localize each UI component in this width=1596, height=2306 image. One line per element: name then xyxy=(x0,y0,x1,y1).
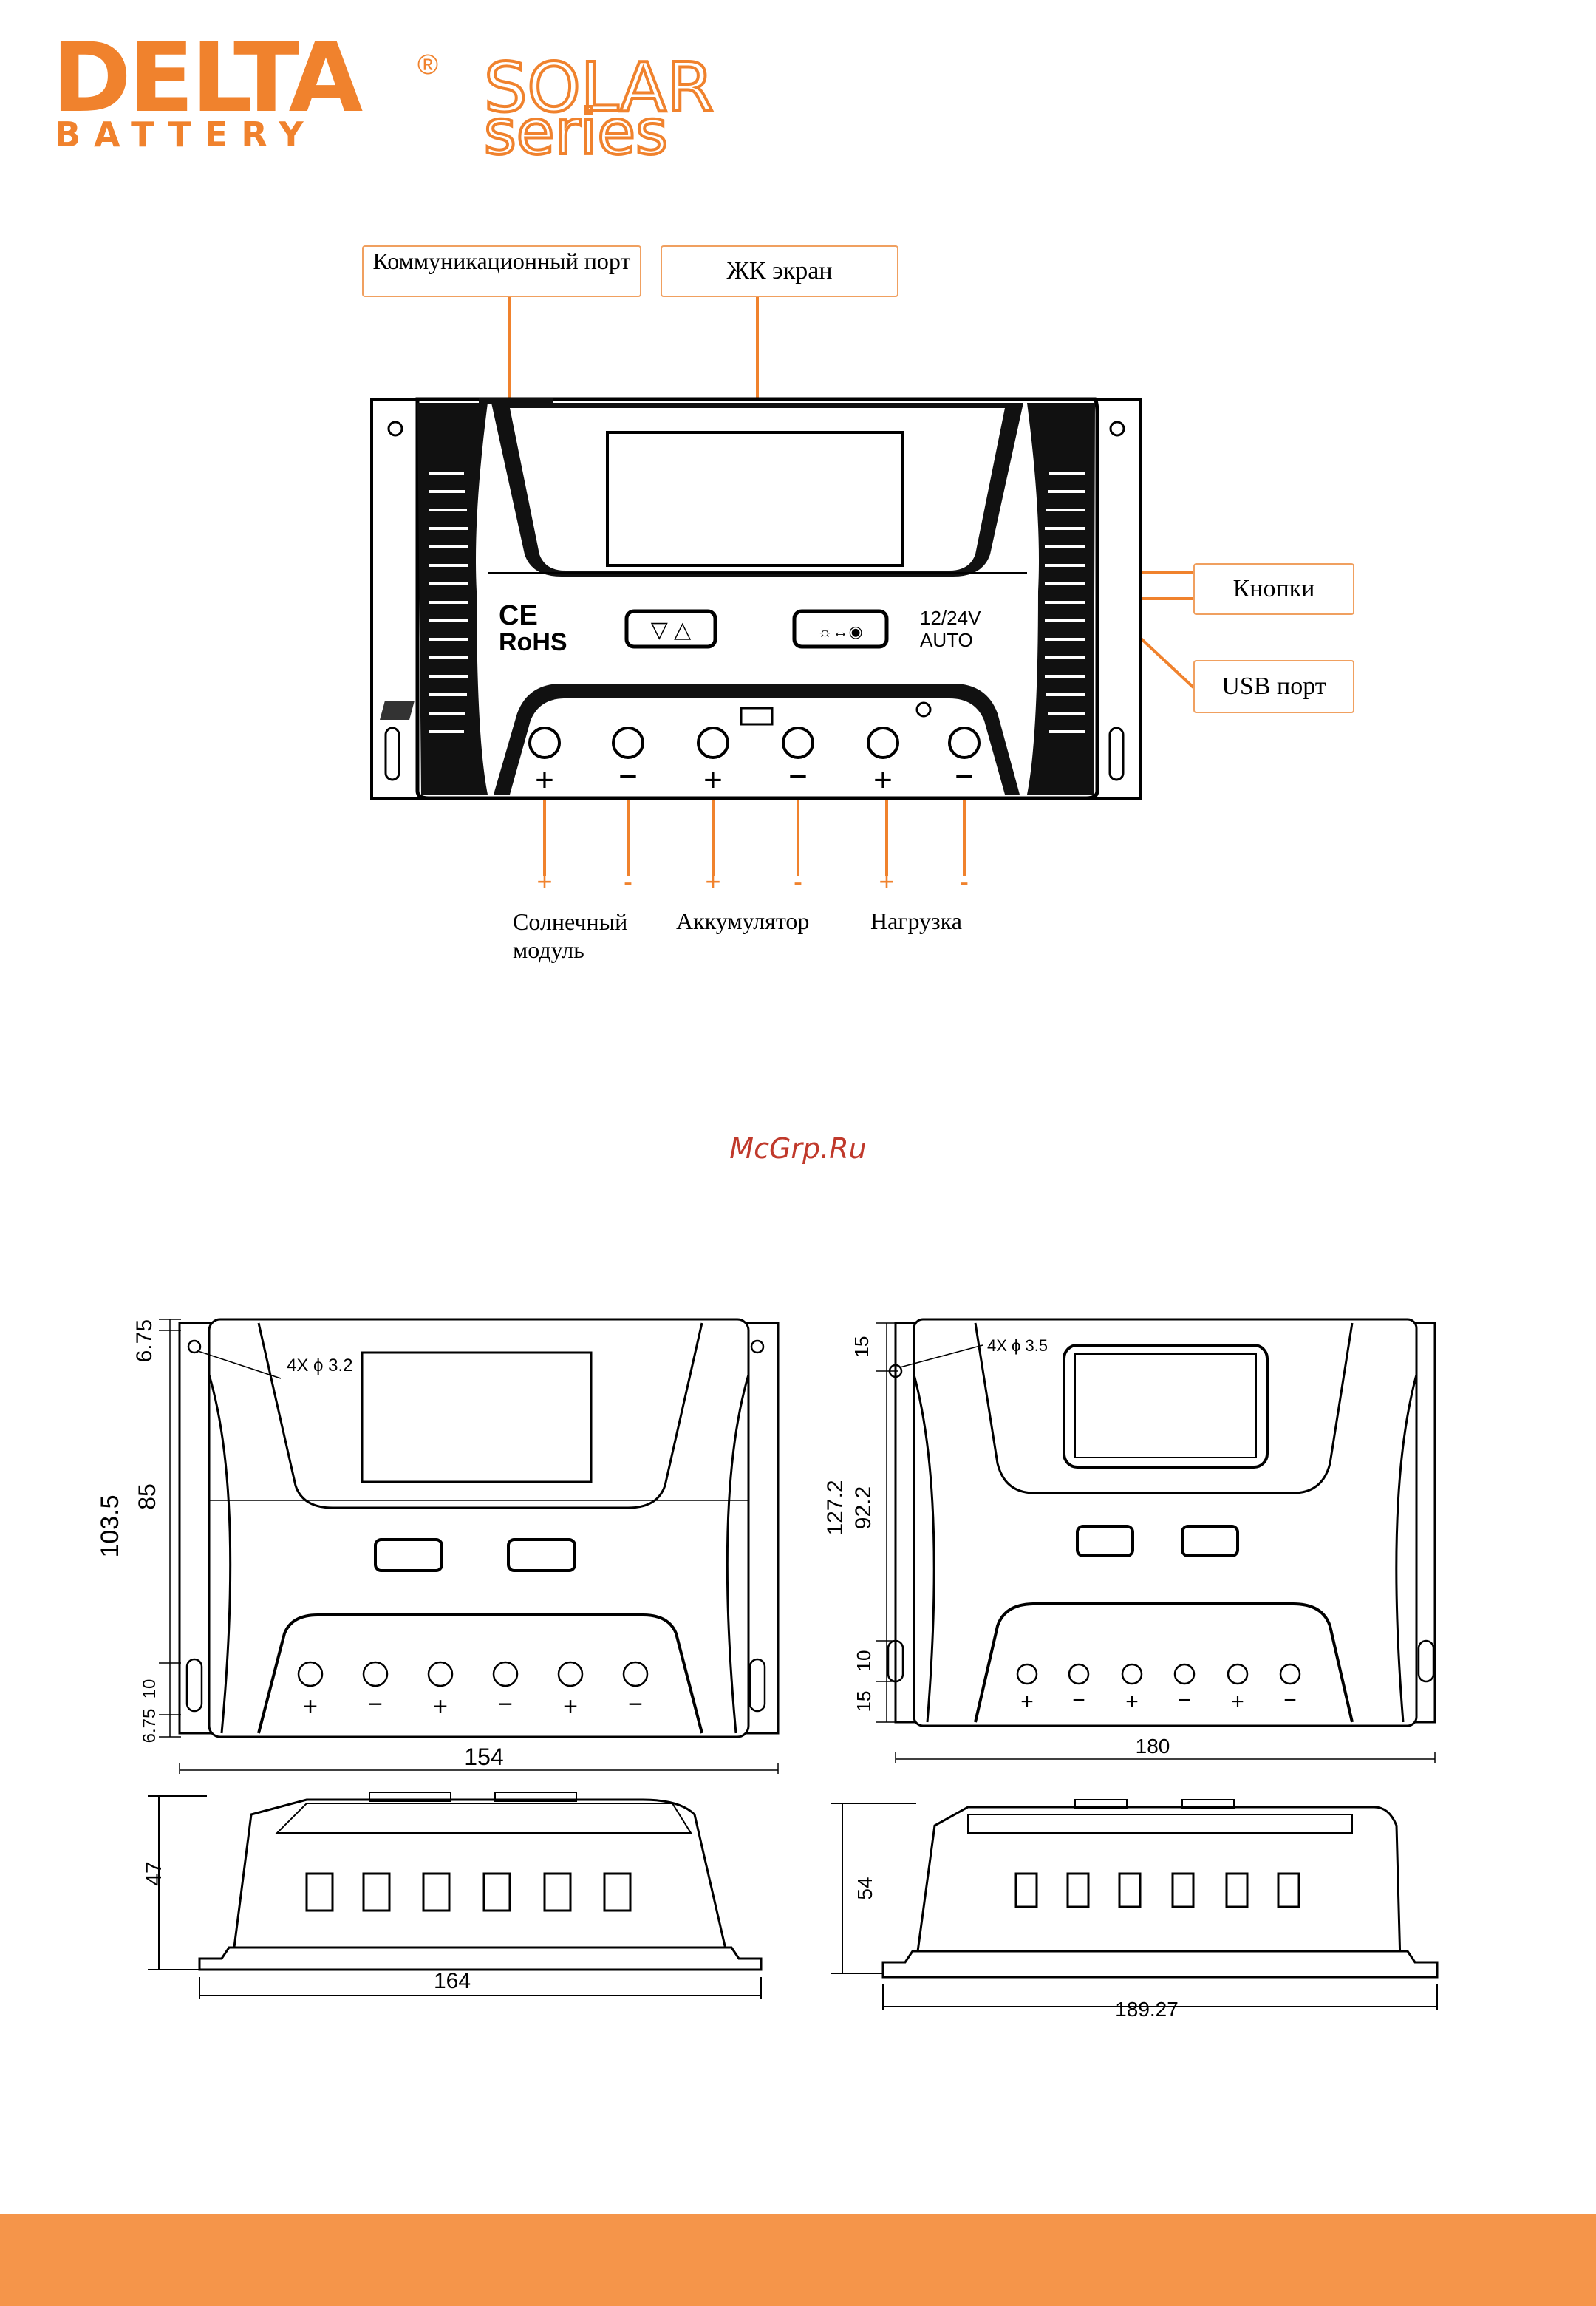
svg-text:92.2: 92.2 xyxy=(851,1486,876,1529)
svg-text:154: 154 xyxy=(464,1744,503,1770)
right-holes-label: 4X ϕ 3.5 xyxy=(987,1336,1048,1355)
mode-line2: AUTO xyxy=(920,629,973,651)
svg-text:164: 164 xyxy=(434,1969,471,1993)
svg-text:−: − xyxy=(1283,1688,1297,1713)
svg-text:−: − xyxy=(628,1690,643,1718)
svg-text:−: − xyxy=(955,758,974,795)
solar-module-label: Солнечный модуль xyxy=(513,908,668,964)
svg-text:54: 54 xyxy=(853,1877,876,1899)
rohs-mark: RoHS xyxy=(499,628,567,656)
watermark: McGrp.Ru xyxy=(0,1132,1596,1165)
svg-text:−: − xyxy=(788,758,808,795)
svg-text:85: 85 xyxy=(134,1483,160,1510)
svg-text:6.75: 6.75 xyxy=(140,1709,160,1744)
svg-text:-: - xyxy=(624,866,632,897)
svg-text:−: − xyxy=(1178,1688,1191,1713)
svg-text:☼↔◉: ☼↔◉ xyxy=(817,622,862,641)
solar-panel-icon xyxy=(380,701,415,720)
svg-text:15: 15 xyxy=(850,1336,873,1358)
controller-diagram: ▽ △ ☼↔◉ 12/24V AUTO CE RoHS + − + − + − + -… xyxy=(0,0,1596,1035)
right-side-view: 54 189.27 xyxy=(831,1800,1437,2021)
left-side-view: 47 164 xyxy=(142,1792,761,1999)
svg-text:-: - xyxy=(794,866,802,897)
left-holes-label: 4X ϕ 3.2 xyxy=(287,1356,353,1375)
mode-line1: 12/24V xyxy=(920,607,981,629)
right-front-view: + − + − + − 4X ϕ 3.5 15 127.2 92.2 10 15 180 xyxy=(823,1319,1435,1763)
svg-text:+: + xyxy=(433,1693,448,1721)
svg-text:+: + xyxy=(535,762,554,798)
svg-text:+: + xyxy=(703,762,723,798)
lcd-callout: ЖК экран xyxy=(661,245,898,297)
svg-text:15: 15 xyxy=(853,1691,875,1713)
svg-text:103.5: 103.5 xyxy=(96,1494,124,1557)
svg-text:+: + xyxy=(563,1693,578,1721)
svg-text:10: 10 xyxy=(140,1679,160,1699)
svg-text:−: − xyxy=(618,758,638,795)
buttons-callout: Кнопки xyxy=(1193,563,1354,615)
usb-callout: USB порт xyxy=(1193,660,1354,713)
footer-bar xyxy=(0,2214,1596,2306)
svg-text:+: + xyxy=(1125,1690,1139,1714)
svg-text:6.75: 6.75 xyxy=(132,1319,157,1362)
svg-text:+: + xyxy=(873,762,893,798)
terminal-signs: + - + - + - xyxy=(536,866,969,897)
dimension-drawings: + − + − + − 4X ϕ 3.2 6.75 103.5 85 10 6.75 1… xyxy=(0,1271,1596,2055)
svg-text:−: − xyxy=(498,1690,513,1718)
svg-text:+: + xyxy=(303,1693,318,1721)
svg-text:+: + xyxy=(879,866,894,897)
svg-text:+: + xyxy=(536,866,552,897)
comm-port xyxy=(479,398,553,404)
svg-text:−: − xyxy=(368,1690,383,1718)
battery-label: Аккумулятор xyxy=(676,908,809,935)
svg-text:−: − xyxy=(1072,1688,1085,1713)
svg-text:10: 10 xyxy=(853,1650,875,1672)
lcd-screen xyxy=(607,432,903,565)
left-front-view: + − + − + − 4X ϕ 3.2 6.75 103.5 85 10 6.75 1… xyxy=(96,1319,778,1774)
comm-port-callout: Коммуникационный порт xyxy=(362,245,641,297)
svg-text:-: - xyxy=(960,866,969,897)
svg-text:47: 47 xyxy=(142,1861,166,1885)
svg-text:+: + xyxy=(1231,1690,1244,1714)
svg-text:189.27: 189.27 xyxy=(1115,1998,1179,2021)
svg-text:+: + xyxy=(705,866,720,897)
ce-mark: CE xyxy=(499,600,538,631)
load-label: Нагрузка xyxy=(870,908,962,935)
svg-text:▽ △: ▽ △ xyxy=(651,618,691,642)
svg-text:127.2: 127.2 xyxy=(823,1480,848,1535)
svg-text:180: 180 xyxy=(1136,1735,1170,1758)
svg-text:+: + xyxy=(1020,1690,1034,1714)
